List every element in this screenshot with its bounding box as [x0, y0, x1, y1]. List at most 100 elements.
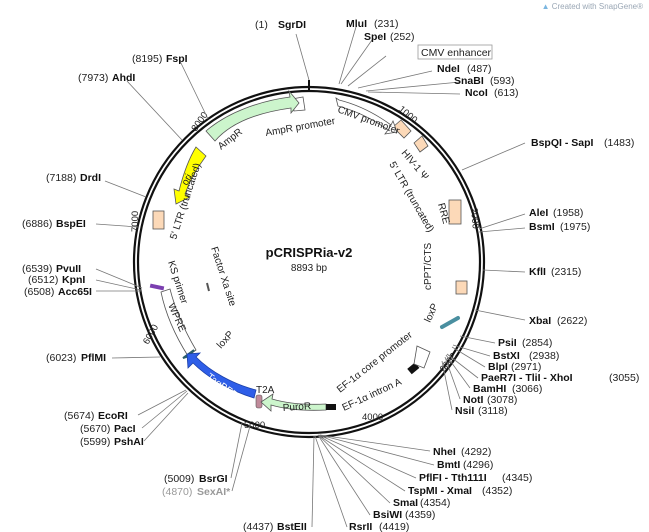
site-kpni-pos: (6512): [28, 274, 58, 286]
site-alei[interactable]: AleI (1958): [529, 207, 583, 219]
site-bmti[interactable]: BmtI (4296): [437, 459, 493, 471]
site-acc65i[interactable]: (6508) Acc65I: [24, 286, 92, 298]
site-bsteii[interactable]: (4437) BstEII: [243, 521, 307, 532]
site-paci-pos: (5670): [80, 423, 110, 435]
plasmid-center-label: pCRISPRia-v2 8893 bp: [266, 245, 353, 274]
ef1a-core-bar: [407, 362, 420, 375]
site-ncoi[interactable]: NcoI (613): [465, 87, 519, 99]
site-pflfi-name: PflFI - Tth111I: [419, 472, 487, 484]
site-bspei[interactable]: (6886) BspEI: [22, 218, 86, 230]
ltr-right-box: [392, 119, 412, 139]
site-smai-pos: (4354): [420, 497, 450, 509]
site-pflfi-pos: (4345): [502, 472, 532, 484]
site-tspmi-name: TspMI - XmaI: [408, 485, 472, 497]
feature-cmv-enhancer-callout[interactable]: CMV enhancer: [417, 44, 493, 60]
site-blpi[interactable]: BlpI (2971): [488, 361, 541, 373]
site-pflfi[interactable]: PflFI - Tth111I (4345): [419, 472, 532, 484]
site-kfli[interactable]: KflI (2315): [529, 266, 581, 278]
site-rsrii-pos: (4419): [379, 521, 409, 532]
factor-xa-mark: [206, 282, 210, 292]
loxp-right-label: loxP: [423, 302, 441, 325]
site-kpni[interactable]: (6512) KpnI: [28, 274, 85, 286]
puror-label: PuroR: [282, 401, 311, 414]
puror-arrow: [260, 393, 327, 412]
site-bstxi[interactable]: BstXI (2938): [493, 350, 559, 362]
site-psii-pos: (2854): [522, 337, 552, 349]
site-ecori-name: EcoRI: [98, 410, 128, 422]
site-ecori[interactable]: (5674) EcoRI: [64, 410, 128, 422]
cppt-label: cPPT/CTS: [423, 242, 434, 290]
snapgene-brand: ▲ Created with SnapGene®: [542, 2, 643, 11]
tick-3000: 3000: [437, 350, 459, 373]
site-bsmi[interactable]: BsmI (1975): [529, 221, 590, 233]
site-drdi[interactable]: (7188) DrdI: [46, 172, 101, 184]
site-kfli-name: KflI: [529, 266, 546, 278]
site-alei-name: AleI: [529, 207, 548, 219]
site-fspi-pos: (8195): [132, 53, 162, 65]
site-pshai-name: PshAI: [114, 436, 144, 448]
site-xbai[interactable]: XbaI (2622): [529, 315, 587, 327]
wpre-box: [160, 288, 197, 357]
ef1a-core-label: EF-1α core promoter: [335, 329, 415, 395]
site-fspi[interactable]: (8195) FspI: [132, 53, 188, 65]
site-bamhi[interactable]: BamHI (3066): [473, 383, 542, 395]
site-ncoi-pos: (613): [494, 87, 519, 99]
site-ahdi-name: AhdI: [112, 72, 135, 84]
site-pshai-pos: (5599): [80, 436, 110, 448]
site-ndei-name: NdeI: [437, 63, 460, 75]
site-ahdi-pos: (7973): [78, 72, 108, 84]
site-noti[interactable]: NotI (3078): [463, 394, 517, 406]
site-bamhi-name: BamHI: [473, 383, 506, 395]
site-pflmi-pos: (6023): [46, 352, 76, 364]
site-mlui[interactable]: MluI (231): [346, 18, 399, 30]
site-bsrgi-name: BsrGI: [199, 473, 228, 485]
site-xbai-name: XbaI: [529, 315, 551, 327]
site-bspqi[interactable]: BspQI - SapI (1483): [531, 137, 634, 149]
site-nhei[interactable]: NheI (4292): [433, 446, 491, 458]
ef1a-intron-bar: [326, 404, 336, 410]
brand-logo-icon: ▲: [541, 2, 550, 11]
site-tspmi-pos: (4352): [482, 485, 512, 497]
site-pshai[interactable]: (5599) PshAI: [80, 436, 144, 448]
site-nhei-pos: (4292): [461, 446, 491, 458]
site-bmti-pos: (4296): [463, 459, 493, 471]
site-bspei-pos: (6886): [22, 218, 52, 230]
site-ahdi[interactable]: (7973) AhdI: [78, 72, 135, 84]
site-nsii[interactable]: NsiI (3118): [455, 405, 508, 417]
site-ndei[interactable]: NdeI (487): [437, 63, 492, 75]
cppt-box: [455, 280, 468, 295]
site-paer7i[interactable]: PaeR7I - TliI - XhoI (3055): [481, 372, 639, 384]
hiv-psi-box: [413, 135, 429, 153]
site-bspqi-name: BspQI - SapI: [531, 137, 594, 149]
cmv-enhancer-label: CMV enhancer: [421, 47, 492, 59]
site-sexai[interactable]: (4870) SexAI*: [162, 486, 231, 498]
site-rsrii[interactable]: RsrII (4419): [349, 521, 409, 532]
site-mlui-name: MluI: [346, 18, 367, 30]
site-paer7i-name: PaeR7I - TliI - XhoI: [481, 372, 573, 384]
tick-4000: 4000: [362, 412, 383, 423]
site-paer7i-pos: (3055): [609, 372, 639, 384]
site-tspmi[interactable]: TspMI - XmaI (4352): [408, 485, 512, 497]
site-smai[interactable]: SmaI (4354): [393, 497, 450, 509]
ks-primer-bar: [149, 283, 165, 291]
site-pflmi-name: PflMI: [81, 352, 106, 364]
site-bsrgi[interactable]: (5009) BsrGI: [164, 473, 228, 485]
site-mlui-pos: (231): [374, 18, 399, 30]
plasmid-size: 8893 bp: [291, 263, 328, 274]
site-psii[interactable]: PsiI (2854): [498, 337, 552, 349]
site-alei-pos: (1958): [553, 207, 583, 219]
site-bsiwi[interactable]: BsiWI (4359): [373, 509, 435, 521]
site-sgrdi[interactable]: (1) SgrDI: [255, 19, 306, 31]
site-bamhi-pos: (3066): [512, 383, 542, 395]
loxp-left-label: loxP: [215, 329, 236, 351]
ef1a-core-arrow: [413, 345, 431, 369]
site-pflmi[interactable]: (6023) PflMI: [46, 352, 106, 364]
site-bstxi-name: BstXI: [493, 350, 520, 362]
site-bstxi-pos: (2938): [529, 350, 559, 362]
site-acc65i-name: Acc65I: [58, 286, 92, 298]
site-spei[interactable]: SpeI (252): [364, 31, 415, 43]
site-paci[interactable]: (5670) PacI: [80, 423, 136, 435]
site-pvuii[interactable]: (6539) PvuII: [22, 263, 81, 275]
site-snabi[interactable]: SnaBI (593): [454, 75, 515, 87]
